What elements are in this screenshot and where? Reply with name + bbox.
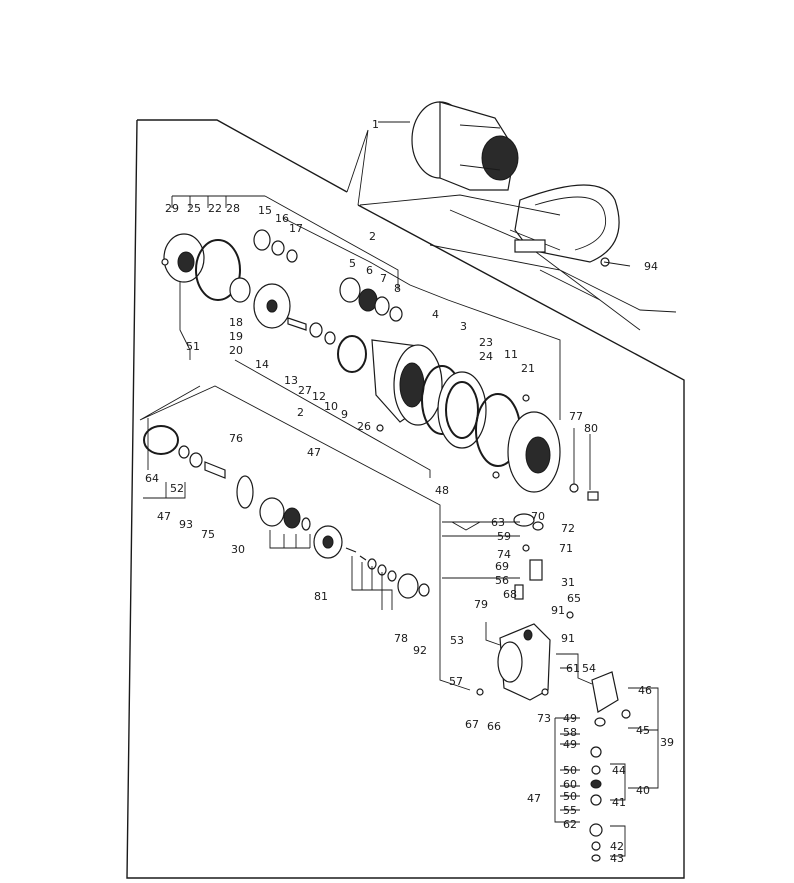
label-part-26: 26 xyxy=(357,420,371,433)
label-part-67: 67 xyxy=(465,718,479,731)
label-part-5: 5 xyxy=(349,257,356,270)
label-part-56: 56 xyxy=(495,574,509,587)
label-part-39: 39 xyxy=(660,736,674,749)
rotary-group xyxy=(143,425,430,599)
label-part-46: 46 xyxy=(638,684,652,697)
label-part-78: 78 xyxy=(394,632,408,645)
label-part-75: 75 xyxy=(201,528,215,541)
label-part-50-b: 50 xyxy=(563,790,577,803)
label-part-79: 79 xyxy=(474,598,488,611)
valve-body-group xyxy=(476,513,574,701)
label-part-14: 14 xyxy=(255,358,269,371)
label-part-30: 30 xyxy=(231,543,245,556)
label-part-53: 53 xyxy=(450,634,464,647)
label-part-47-right: 47 xyxy=(527,792,541,805)
end-cover-group xyxy=(161,229,336,345)
label-part-42: 42 xyxy=(610,840,624,853)
label-part-62: 62 xyxy=(563,818,577,831)
label-part-29: 29 xyxy=(165,202,179,215)
label-part-3: 3 xyxy=(460,320,467,333)
label-part-16: 16 xyxy=(275,212,289,225)
label-part-11: 11 xyxy=(504,348,518,361)
label-part-21: 21 xyxy=(521,362,535,375)
label-part-18: 18 xyxy=(229,316,243,329)
label-part-80: 80 xyxy=(584,422,598,435)
plug-80 xyxy=(587,491,599,501)
travel-motor-assembly-illustration xyxy=(359,101,677,331)
label-part-68: 68 xyxy=(503,588,517,601)
label-part-57: 57 xyxy=(449,675,463,688)
label-part-76: 76 xyxy=(229,432,243,445)
label-part-65: 65 xyxy=(567,592,581,605)
label-part-12: 12 xyxy=(312,390,326,403)
bearing-group xyxy=(339,277,403,322)
label-part-54: 54 xyxy=(582,662,596,675)
label-part-19: 19 xyxy=(229,330,243,343)
label-part-2-mid: 2 xyxy=(297,406,304,419)
label-part-59: 59 xyxy=(497,530,511,543)
label-part-49-b: 49 xyxy=(563,738,577,751)
label-part-93: 93 xyxy=(179,518,193,531)
diagram-frame xyxy=(126,119,685,879)
relief-valve-group xyxy=(589,671,631,862)
label-part-13: 13 xyxy=(284,374,298,387)
label-part-51: 51 xyxy=(186,340,200,353)
label-part-47-left: 47 xyxy=(157,510,171,523)
label-part-48: 48 xyxy=(435,484,449,497)
label-part-73: 73 xyxy=(537,712,551,725)
label-part-4: 4 xyxy=(432,308,439,321)
label-part-55: 55 xyxy=(563,804,577,817)
label-part-31: 31 xyxy=(561,576,575,589)
label-part-23: 23 xyxy=(479,336,493,349)
label-part-64: 64 xyxy=(145,472,159,485)
label-part-71: 71 xyxy=(559,542,573,555)
label-part-8: 8 xyxy=(394,282,401,295)
label-part-47-top: 47 xyxy=(307,446,321,459)
label-part-91-a: 91 xyxy=(551,604,565,617)
label-part-81: 81 xyxy=(314,590,328,603)
label-part-72: 72 xyxy=(561,522,575,535)
label-part-10: 10 xyxy=(324,400,338,413)
label-part-92: 92 xyxy=(413,644,427,657)
label-part-25: 25 xyxy=(187,202,201,215)
label-part-94: 94 xyxy=(644,260,658,273)
label-part-15: 15 xyxy=(258,204,272,217)
label-part-60: 60 xyxy=(563,778,577,791)
label-part-45: 45 xyxy=(636,724,650,737)
label-part-49-a: 49 xyxy=(563,712,577,725)
label-part-40: 40 xyxy=(636,784,650,797)
label-part-66: 66 xyxy=(487,720,501,733)
label-part-74: 74 xyxy=(497,548,511,561)
label-part-91-b: 91 xyxy=(561,632,575,645)
label-part-69: 69 xyxy=(495,560,509,573)
label-part-58: 58 xyxy=(563,726,577,739)
label-part-50-a: 50 xyxy=(563,764,577,777)
label-part-1: 1 xyxy=(372,118,379,131)
label-part-24: 24 xyxy=(479,350,493,363)
label-part-27: 27 xyxy=(298,384,312,397)
label-part-20: 20 xyxy=(229,344,243,357)
housing-group xyxy=(337,335,561,493)
label-part-63: 63 xyxy=(491,516,505,529)
label-part-41: 41 xyxy=(612,796,626,809)
label-part-70: 70 xyxy=(531,510,545,523)
label-part-9: 9 xyxy=(341,408,348,421)
label-part-44: 44 xyxy=(612,764,626,777)
label-part-28: 28 xyxy=(226,202,240,215)
label-part-22: 22 xyxy=(208,202,222,215)
label-part-17: 17 xyxy=(289,222,303,235)
label-part-43: 43 xyxy=(610,852,624,865)
label-part-61: 61 xyxy=(566,662,580,675)
label-part-77: 77 xyxy=(569,410,583,423)
label-part-6: 6 xyxy=(366,264,373,277)
label-part-7: 7 xyxy=(380,272,387,285)
label-part-52: 52 xyxy=(170,482,184,495)
label-part-2-top: 2 xyxy=(369,230,376,243)
